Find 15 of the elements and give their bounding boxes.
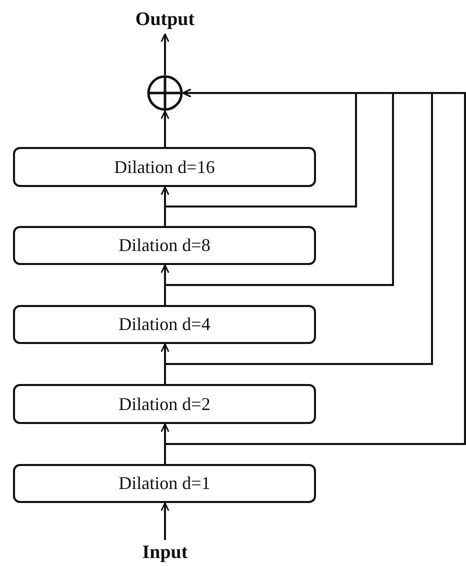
arrow xyxy=(160,33,170,75)
dilation-block xyxy=(13,384,316,424)
arrow xyxy=(160,502,170,540)
dilation-block xyxy=(13,226,316,265)
io-label: Output xyxy=(120,6,210,34)
block-label: Dilation d=8 xyxy=(118,235,210,256)
dilation-block xyxy=(13,147,316,187)
block-label: Dilation d=4 xyxy=(118,314,210,335)
dilation-block xyxy=(13,464,316,503)
dilation-block xyxy=(13,305,316,344)
io-label: Input xyxy=(130,540,200,566)
block-label: Dilation d=16 xyxy=(114,156,215,178)
arrow xyxy=(160,110,170,147)
block-label: Dilation d=1 xyxy=(118,473,210,494)
block-label: Dilation d=2 xyxy=(118,394,210,414)
